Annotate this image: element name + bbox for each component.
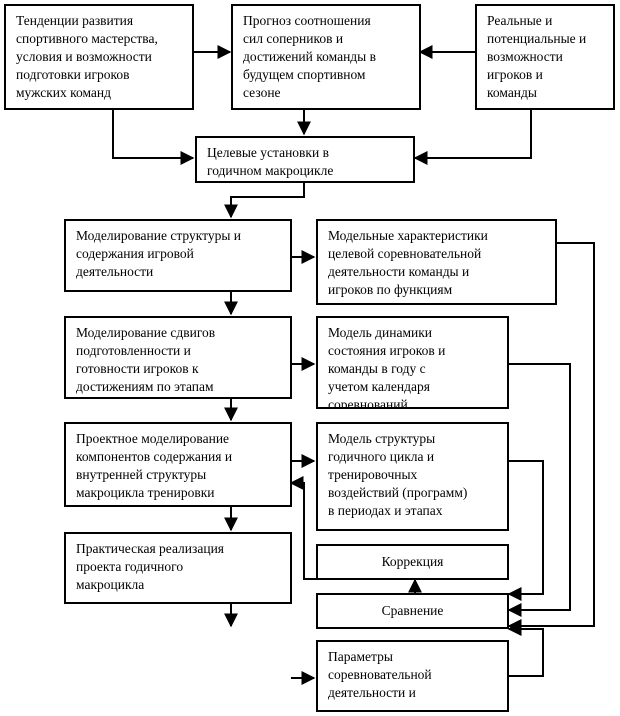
arrow-characteristics-to-comparison [507,242,595,633]
target-settings-text: Целевые установки в годичном макроцикле [207,145,334,178]
model-characteristics-text: Модельные характеристики целевой соревно… [328,228,488,297]
realization-box: Практическая реализация проекта годичног… [64,532,292,604]
model-year-structure-box: Модель структуры годичного цикла и трени… [316,422,509,531]
arrow-targets-to-model-structure [224,183,305,219]
arrow-parameters-to-comparison [507,622,544,677]
real-capabilities-box: Реальные и потенциальные и возможности и… [475,4,615,110]
correction-text: Коррекция [381,554,444,569]
model-structure-box: Моделирование структуры и содержания игр… [64,219,292,292]
parameters-text: Параметры соревновательной деятельности … [328,649,432,700]
correction-box: Коррекция [316,544,509,580]
model-year-structure-text: Модель структуры годичного цикла и трени… [328,431,468,518]
model-shifts-text: Моделирование сдвигов подготовленности и… [76,325,216,394]
realization-text: Практическая реализация проекта годичног… [76,541,224,592]
arrow-trends-to-targets [112,110,195,165]
real-capabilities-text: Реальные и потенциальные и возможности и… [487,13,587,100]
trends-box: Тенденции развития спортивного мастерств… [4,4,194,110]
comparison-box: Сравнение [316,593,509,629]
arrow-correction-to-project [289,476,316,580]
project-modeling-text: Проектное моделирование компонентов соде… [76,431,233,500]
project-modeling-box: Проектное моделирование компонентов соде… [64,422,292,507]
arrow-dynamics-to-comparison [507,363,571,617]
forecast-text: Прогноз соотношения сил соперников и дос… [243,13,376,100]
arrow-year-model-to-comparison [507,460,544,601]
arrow-real-to-targets [413,110,532,165]
model-structure-text: Моделирование структуры и содержания игр… [76,228,242,279]
parameters-box: Параметры соревновательной деятельности … [316,640,509,712]
target-settings-box: Целевые установки в годичном макроцикле [195,136,415,183]
model-dynamics-box: Модель динамики состояния игроков и кома… [316,316,509,409]
comparison-text: Сравнение [381,603,444,618]
model-characteristics-box: Модельные характеристики целевой соревно… [316,219,557,305]
forecast-box: Прогноз соотношения сил соперников и дос… [231,4,421,110]
model-dynamics-text: Модель динамики состояния игроков и кома… [328,325,446,409]
trends-text: Тенденции развития спортивного мастерств… [16,13,158,100]
model-shifts-box: Моделирование сдвигов подготовленности и… [64,316,292,399]
